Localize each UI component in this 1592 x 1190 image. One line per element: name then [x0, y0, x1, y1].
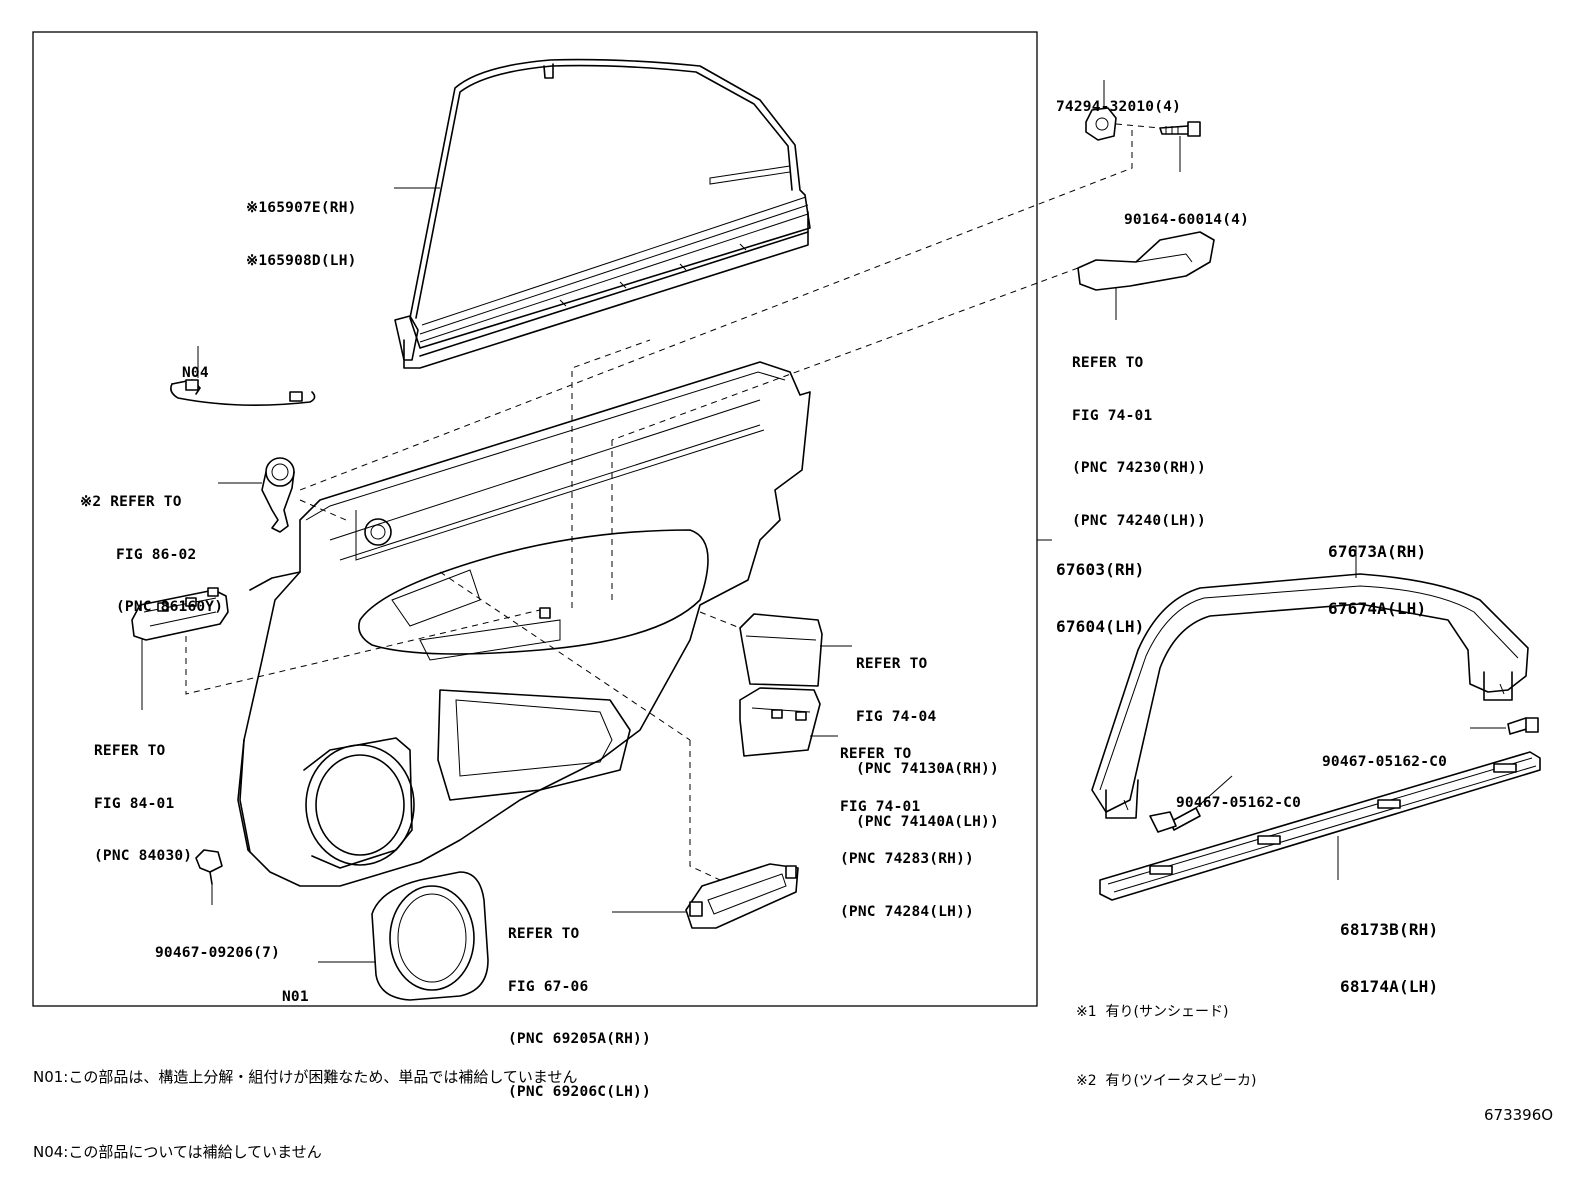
figure-id-text: 673396O [1484, 1106, 1554, 1124]
weatherstrip-drawing [1091, 573, 1529, 819]
label-tweeter-ref: ※2 REFER TO FIG 86-02 (PNC 86160Y) [80, 459, 223, 634]
label-clip-09206: 90467-09206(7) [155, 910, 280, 980]
label-line: FIG 74-01 [1072, 407, 1153, 424]
label-moulding: 68173B(RH) 68174A(LH) [1340, 882, 1438, 1015]
label-lower-pocket-ref: REFER TO FIG 74-01 (PNC 74283(RH)) (PNC … [840, 711, 974, 939]
inside-handle-drawing [685, 863, 799, 929]
footnote-line: N01:この部品は、構造上分解・組付けが困難なため、単品では補給していません [33, 1068, 578, 1086]
label-sunshade-part-numbers: ※165907E(RH) ※165908D(LH) [246, 165, 357, 288]
clip-09206-drawing [195, 849, 223, 885]
label-holder: 74294-32010(4) [1056, 64, 1181, 134]
label-line: FIG 86-02 [116, 546, 197, 563]
label-line: ※2 REFER TO [80, 494, 182, 510]
label-line: 90467-05162-C0 [1322, 754, 1448, 770]
n01-speaker-grille-drawing [371, 871, 489, 1001]
footnotes-right: ※1 有り(サンシェード) ※2 有り(ツイータスピーカ) [1076, 955, 1256, 1116]
label-screw-c0-left: 90467-05162-C0 [1176, 760, 1301, 830]
label-door-trim: 67603(RH) 67604(LH) [1056, 522, 1145, 655]
label-line: FIG 74-04 [856, 708, 937, 725]
switch-base-drawing [131, 587, 229, 641]
label-line: (PNC 74283(RH)) [840, 851, 974, 867]
footnote-line: ※2 有り(ツイータスピーカ) [1076, 1073, 1257, 1089]
lower-pocket-drawing [739, 687, 821, 757]
label-line: 68174A(LH) [1340, 977, 1439, 996]
label-switch-base-ref: REFER TO FIG 84-01 (PNC 84030) [94, 708, 192, 883]
label-line: (PNC 84030) [94, 848, 193, 864]
label-line: N01 [282, 989, 309, 1005]
label-line: (PNC 69206C(LH)) [508, 1083, 651, 1100]
label-line: 67603(RH) [1056, 560, 1145, 579]
assist-grip-drawing [1077, 231, 1215, 291]
label-line: REFER TO [508, 926, 580, 942]
screw-c0-right-drawing [1507, 717, 1539, 735]
label-line: REFER TO [1072, 355, 1144, 371]
label-line: N04 [182, 365, 209, 381]
label-n04: N04 [182, 330, 209, 400]
footnote-line: N04:この部品については補給していません [33, 1143, 322, 1161]
screw-60014-drawing [1159, 121, 1201, 137]
label-line: 67673A(RH) [1328, 542, 1427, 561]
label-inside-handle-ref: REFER TO FIG 67-06 (PNC 69205A(RH)) (PNC… [508, 891, 651, 1119]
figure-id: 673396O [1484, 1070, 1553, 1142]
footnotes-bottom: N01:この部品は、構造上分解・組付けが困難なため、単品では補給していません N… [33, 1015, 577, 1190]
tweeter-drawing [261, 457, 295, 533]
label-n01: N01 [282, 954, 309, 1024]
label-assist-grip-ref: REFER TO FIG 74-01 (PNC 74230(RH)) (PNC … [1072, 320, 1206, 548]
label-line: REFER TO [94, 743, 166, 759]
label-line: (PNC 74284(LH)) [840, 903, 974, 920]
door-trim-drawing [237, 361, 811, 887]
parts-diagram [32, 31, 1541, 1007]
footnote-line: ※1 有り(サンシェード) [1076, 1004, 1229, 1020]
sunshade-assembly-drawing [394, 58, 811, 369]
label-line: (PNC 86160Y) [116, 599, 224, 615]
label-line: REFER TO [856, 656, 928, 672]
label-upper-pocket-ref: REFER TO FIG 74-04 (PNC 74130A(RH)) (PNC… [856, 621, 999, 849]
label-weatherstrip: 67673A(RH) 67674A(LH) [1328, 504, 1426, 637]
label-line: 67674A(LH) [1328, 599, 1427, 618]
label-line: (PNC 69205A(RH)) [508, 1031, 651, 1047]
label-line: 67604(LH) [1056, 617, 1145, 636]
holder-drawing [1085, 107, 1117, 141]
label-line: ※165908D(LH) [246, 252, 357, 269]
upper-pocket-drawing [739, 613, 823, 687]
leader-screw-c0-left [1195, 775, 1233, 809]
label-line: FIG 84-01 [94, 795, 175, 812]
label-line: (PNC 74130A(RH)) [856, 761, 999, 777]
label-line: 68173B(RH) [1340, 920, 1439, 939]
label-line: REFER TO [840, 746, 912, 762]
n04-wire-drawing [170, 379, 316, 406]
assembly-dashed-lines [185, 130, 1133, 881]
label-line: FIG 74-01 [840, 798, 921, 815]
label-line: FIG 67-06 [508, 978, 589, 995]
label-line: 90164-60014(4) [1124, 212, 1250, 228]
label-line: 90467-09206(7) [155, 945, 281, 961]
belt-moulding-drawing [1099, 751, 1541, 901]
diagram-frame [32, 31, 1038, 1007]
label-line: (PNC 74240(LH)) [1072, 512, 1206, 529]
label-line: (PNC 74140A(LH)) [856, 813, 999, 830]
label-screw-60014: 90164-60014(4) [1124, 177, 1249, 247]
label-screw-c0-right: 90467-05162-C0 [1322, 719, 1447, 789]
holder-screw-dash [1115, 123, 1161, 129]
label-line: 90467-05162-C0 [1176, 795, 1302, 811]
label-line: 74294-32010(4) [1056, 99, 1182, 115]
screw-c0-left-drawing [1149, 807, 1201, 833]
label-line: (PNC 74230(RH)) [1072, 460, 1206, 476]
label-line: ※165907E(RH) [246, 200, 357, 216]
